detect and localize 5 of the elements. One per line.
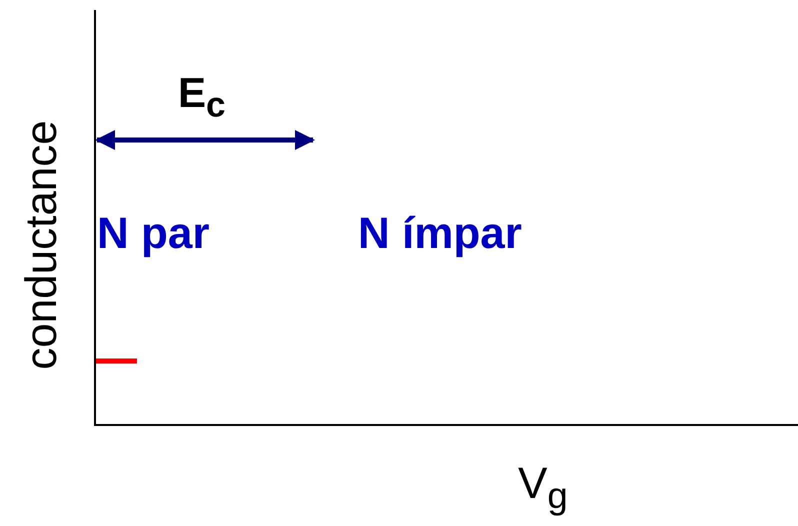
dimension-label: E$_{c}$ xyxy=(178,72,226,122)
region-label: N par xyxy=(97,212,210,256)
axis-title: V$_{g}$ xyxy=(518,462,568,514)
axis-title: conductance xyxy=(20,120,64,370)
region-label: N ímpar xyxy=(358,212,522,256)
